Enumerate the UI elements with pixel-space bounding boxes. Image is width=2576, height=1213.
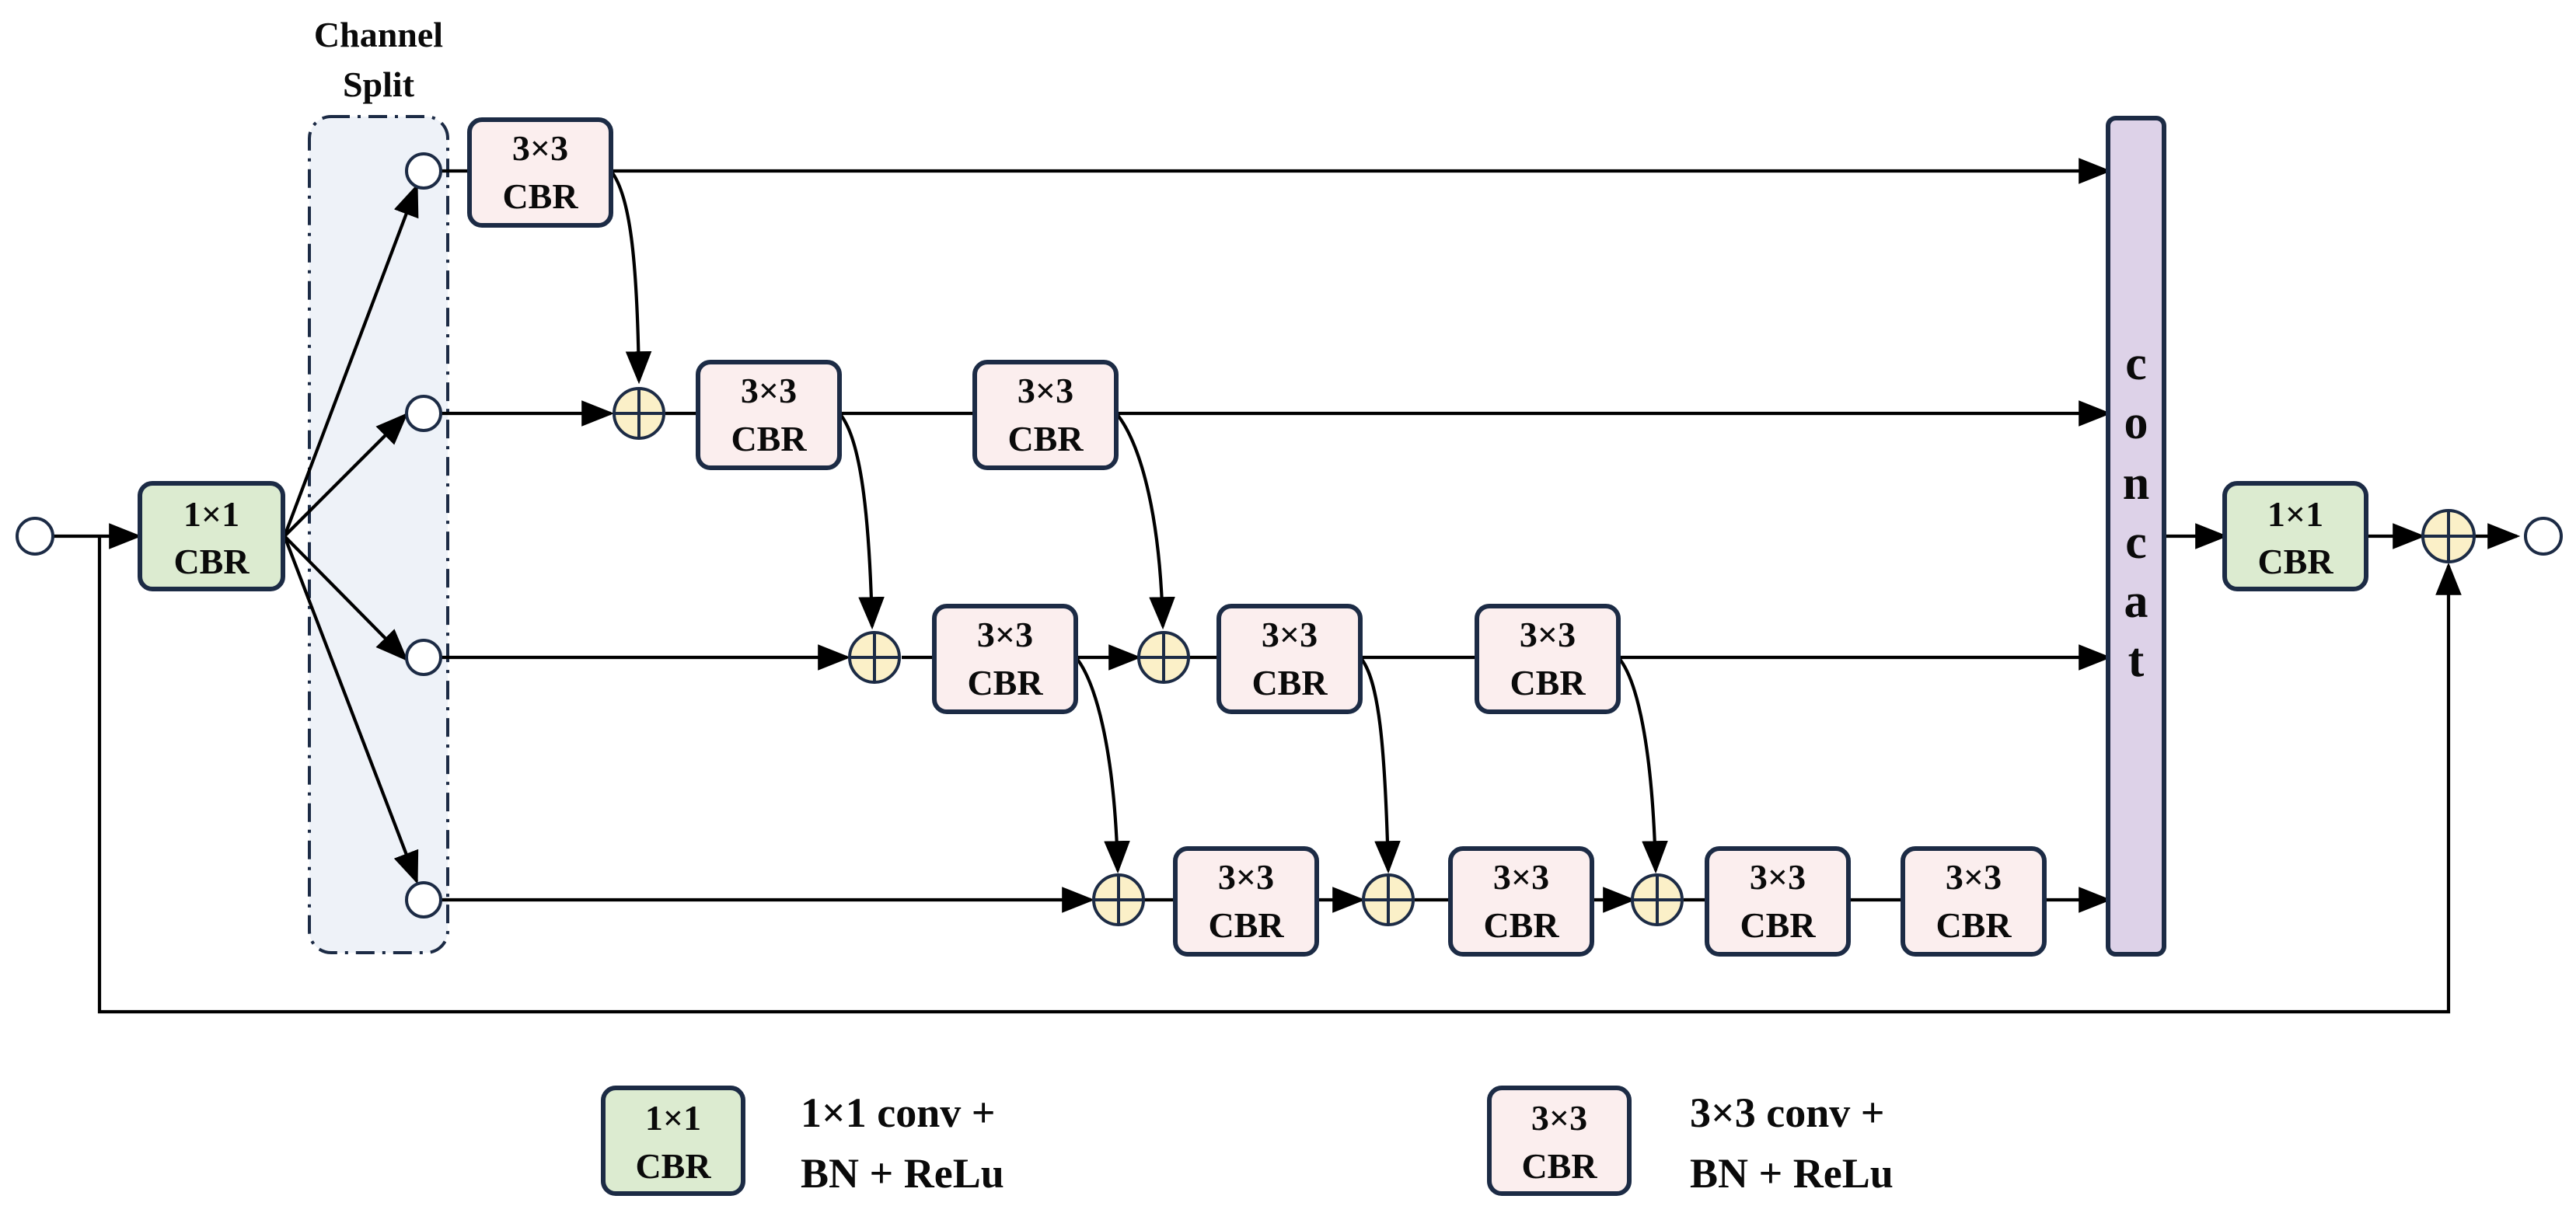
cbr3x3-r3-c3: 3×3 CBR xyxy=(1475,604,1621,714)
channel-split-label-line2: Split xyxy=(343,64,415,104)
svg-text:1×1: 1×1 xyxy=(645,1098,701,1138)
row3-down-curve-a xyxy=(1074,656,1130,874)
row3-down-curve-c xyxy=(1617,656,1668,874)
input-node xyxy=(16,517,54,556)
svg-text:CBR: CBR xyxy=(1483,905,1559,945)
legend-cbr3x3-desc-line2: BN + ReLu xyxy=(1690,1150,1894,1197)
cbr3x3-r3-c2: 3×3 CBR xyxy=(1216,604,1363,714)
legend-cbr1x1-desc-line2: BN + ReLu xyxy=(801,1150,1004,1197)
add-node-6 xyxy=(1631,873,1684,926)
cbr1x1-output-block: 1×1 CBR xyxy=(2222,481,2368,591)
svg-text:3×3: 3×3 xyxy=(1017,371,1073,410)
channel-split-region xyxy=(308,115,449,954)
cbr1x1-input-block: 1×1 CBR xyxy=(138,481,285,591)
svg-text:CBR: CBR xyxy=(1521,1146,1597,1186)
legend-cbr3x3-desc-line1: 3×3 conv + xyxy=(1690,1089,1885,1136)
add-node-3 xyxy=(1137,631,1190,684)
channel-split-label-line1: Channel xyxy=(314,15,443,54)
cbr1x1-input-line1: 1×1 xyxy=(183,494,239,534)
cbr3x3-r2-c1: 3×3 CBR xyxy=(696,360,842,470)
svg-text:3×3: 3×3 xyxy=(1750,857,1806,897)
split-node-2 xyxy=(405,395,442,432)
cbr1x1-output-line1: 1×1 xyxy=(2267,494,2323,534)
svg-text:3×3: 3×3 xyxy=(977,615,1033,654)
fanout-arrow-1 xyxy=(283,183,419,537)
add-node-4 xyxy=(1092,873,1145,926)
split-node-1 xyxy=(405,152,442,190)
svg-text:CBR: CBR xyxy=(731,419,807,458)
svg-text:CBR: CBR xyxy=(1935,905,2012,945)
concat-letter-6: t xyxy=(2128,634,2145,687)
cbr3x3-r4-c3: 3×3 CBR xyxy=(1705,846,1851,957)
svg-text:3×3: 3×3 xyxy=(1531,1098,1587,1138)
residual-skip-connection xyxy=(97,536,2462,1014)
legend: 1×1 CBR 1×1 conv + BN + ReLu 3×3 CBR 3×3… xyxy=(601,1086,1894,1197)
cbr1x1-input-line2: CBR xyxy=(173,542,250,581)
cbr1x1-output-line2: CBR xyxy=(2257,542,2333,581)
svg-text:CBR: CBR xyxy=(1510,663,1586,702)
svg-text:CBR: CBR xyxy=(502,176,578,216)
fanout-arrow-3 xyxy=(283,535,408,661)
svg-text:3×3: 3×3 xyxy=(1520,615,1576,654)
svg-text:3×3: 3×3 xyxy=(1262,615,1318,654)
concat-letter-1: c xyxy=(2125,337,2147,390)
split-node-4 xyxy=(405,881,442,918)
row2-down-curve-b xyxy=(1115,412,1175,630)
svg-text:3×3: 3×3 xyxy=(512,128,568,168)
add-node-1 xyxy=(613,387,665,440)
svg-text:CBR: CBR xyxy=(1251,663,1328,702)
legend-cbr1x1-desc-line1: 1×1 conv + xyxy=(801,1089,996,1136)
svg-text:CBR: CBR xyxy=(1208,905,1284,945)
output-node xyxy=(2524,517,2563,556)
cbr3x3-r4-c4: 3×3 CBR xyxy=(1901,846,2047,957)
row2-down-curve-a xyxy=(838,412,885,630)
svg-text:CBR: CBR xyxy=(635,1146,711,1186)
legend-cbr1x1-swatch: 1×1 CBR xyxy=(601,1086,745,1196)
add-node-residual xyxy=(2421,509,2476,563)
concat-letter-4: c xyxy=(2125,516,2147,569)
svg-text:3×3: 3×3 xyxy=(1218,857,1274,897)
svg-text:CBR: CBR xyxy=(967,663,1043,702)
fanout-arrow-2 xyxy=(283,413,408,538)
fanout-arrow-4 xyxy=(283,535,419,884)
svg-text:CBR: CBR xyxy=(1007,419,1084,458)
add-node-2 xyxy=(848,631,901,684)
svg-text:3×3: 3×3 xyxy=(1946,857,2002,897)
cbr3x3-r4-c2: 3×3 CBR xyxy=(1448,846,1594,957)
row1-down-curve xyxy=(609,169,652,385)
svg-text:CBR: CBR xyxy=(1740,905,1816,945)
legend-cbr3x3-swatch: 3×3 CBR xyxy=(1487,1086,1632,1196)
add-node-5 xyxy=(1362,873,1415,926)
cbr3x3-r4-c1: 3×3 CBR xyxy=(1173,846,1319,957)
cbr3x3-r2-c2: 3×3 CBR xyxy=(972,360,1119,470)
row3-down-curve-b xyxy=(1359,656,1401,874)
split-node-3 xyxy=(405,639,442,676)
svg-text:3×3: 3×3 xyxy=(741,371,797,410)
concat-block: c o n c a t xyxy=(2106,116,2166,957)
concat-letter-5: a xyxy=(2124,575,2148,628)
svg-text:3×3: 3×3 xyxy=(1493,857,1549,897)
cbr3x3-r1-c1: 3×3 CBR xyxy=(467,117,613,228)
cbr3x3-r3-c1: 3×3 CBR xyxy=(932,604,1078,714)
connectors xyxy=(53,158,2521,1014)
concat-letter-2: o xyxy=(2124,396,2148,449)
concat-letter-3: n xyxy=(2123,457,2149,510)
